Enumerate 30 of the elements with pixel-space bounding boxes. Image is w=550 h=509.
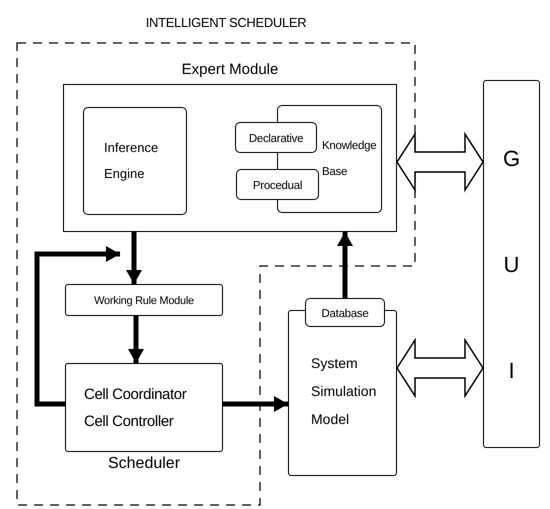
process-box [288,310,397,476]
arrow [337,232,353,298]
box-label: Working Rule Module [94,295,194,307]
box-label: System Simulation Model [311,354,378,429]
interface-letter: G [502,146,520,170]
box-label: Knowledge Base [322,139,378,180]
label-box [235,122,317,153]
interface-letter: I [508,358,515,382]
box-label: Cell Coordinator [84,384,188,404]
boundary-heading: INTELLIGENT SCHEDULER [146,14,306,32]
arrow [128,316,144,363]
box-label: Declarative [248,132,304,144]
double-arrow [396,337,484,399]
box-label: Cell Controller [84,412,174,432]
box-label: Procedual [252,180,302,192]
box-label: Inference Engine [104,139,160,183]
interface-letter: U [504,252,520,276]
double-arrow [396,131,484,193]
interface-box [483,80,540,448]
module-heading: Expert Module [182,60,278,80]
arrow [223,396,288,412]
group-label: Scheduler [108,454,180,474]
box-label: Database [322,308,368,320]
arrow [126,232,142,284]
process-box [65,363,223,452]
process-box [65,284,223,316]
label-box [236,169,319,200]
process-box [83,107,187,215]
arrow [34,246,120,406]
label-box [305,298,385,327]
